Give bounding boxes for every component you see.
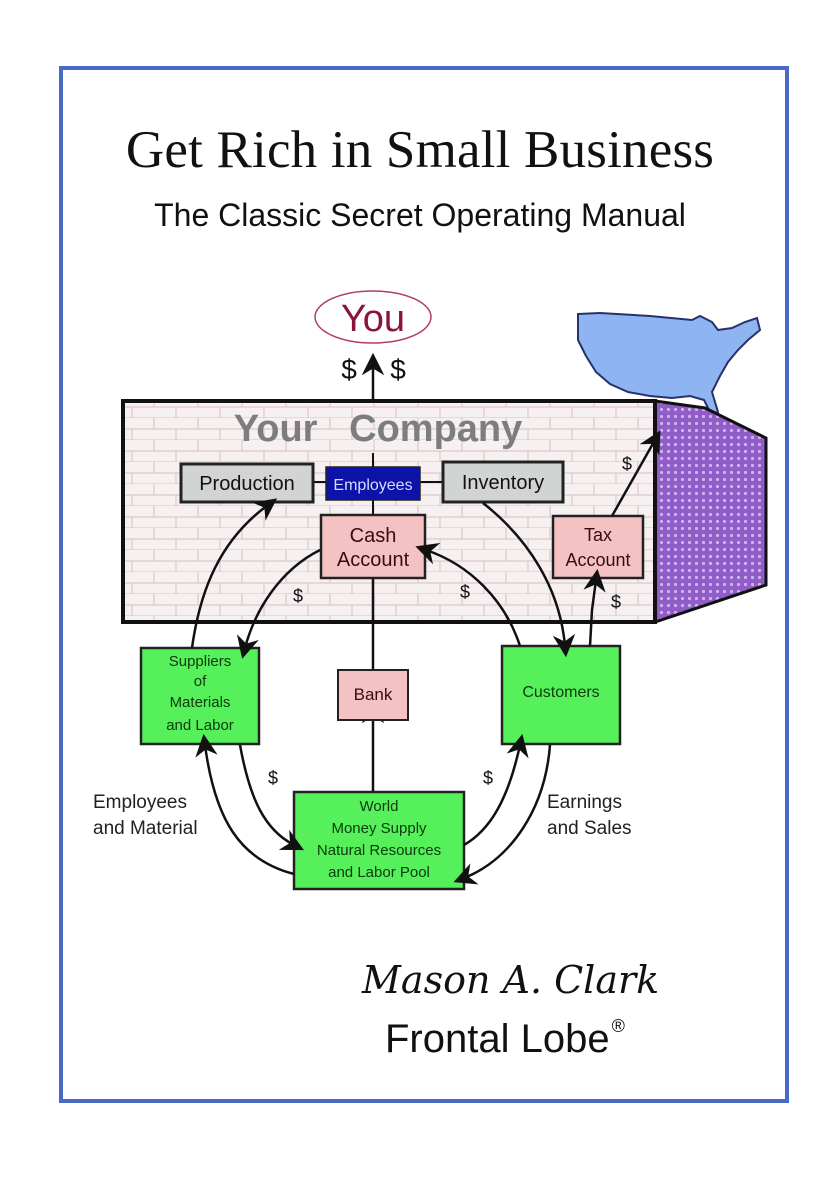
svg-text:Tax: Tax [584,525,612,545]
suppliers-node: Suppliers of Materials and Labor [139,646,261,746]
employees-node: Employees [325,466,421,501]
company-title: Your Company [234,408,523,450]
publisher-name: Frontal Lobe® [385,1016,625,1062]
earnings-sales-label-line2: and Sales [547,818,632,839]
production-node: Production [179,462,315,504]
svg-text:of: of [194,673,207,690]
flow-arrows [190,430,661,885]
svg-text:Account: Account [565,550,630,570]
bank-node: Bank [337,669,409,721]
cash-account-node: Cash Account [319,513,427,580]
you-node: You [314,290,432,344]
book-subtitle: The Classic Secret Operating Manual [154,197,686,233]
svg-text:Inventory: Inventory [462,472,544,494]
world-money-supply-node: World Money Supply Natural Resources and… [292,790,466,891]
dollar-tax-to-government: $ [622,454,632,474]
svg-text:World: World [360,798,399,815]
svg-text:Natural Resources: Natural Resources [317,842,441,859]
customers-node: Customers [500,644,622,746]
svg-text:Customers: Customers [522,684,599,701]
svg-text:Cash: Cash [350,525,397,547]
earnings-sales-label-line1: Earnings [547,792,622,813]
dollar-right: $ [390,354,406,385]
svg-text:Account: Account [337,549,410,571]
dollar-customers-to-cash: $ [460,582,470,602]
book-title: Get Rich in Small Business [125,121,715,179]
company-front-face [121,399,657,624]
dollar-left: $ [341,354,357,385]
svg-text:Employees: Employees [333,477,412,494]
svg-text:Production: Production [199,473,295,495]
dollar-to-tax: $ [611,592,621,612]
company-side-face [653,399,768,625]
employees-material-label-line1: Employees [93,792,187,813]
author-name: Mason A. Clark [362,958,660,1002]
dollar-suppliers-to-world: $ [268,768,278,788]
publisher-label: Frontal Lobe [385,1017,610,1061]
dollar-world-to-customers: $ [483,768,493,788]
you-label: You [341,298,405,340]
dollar-cash-to-suppliers: $ [293,586,303,606]
svg-text:and Labor: and Labor [166,717,234,734]
svg-text:Bank: Bank [354,685,393,704]
usa-map-icon [577,311,762,418]
tax-account-node: Tax Account [551,514,645,580]
employees-material-label-line2: and Material [93,818,198,839]
svg-text:Money Supply: Money Supply [331,820,427,837]
svg-text:Materials: Materials [170,694,231,711]
registered-mark: ® [611,1016,625,1036]
svg-text:Suppliers: Suppliers [169,653,232,670]
inventory-node: Inventory [441,460,565,504]
svg-text:and Labor Pool: and Labor Pool [328,864,430,881]
